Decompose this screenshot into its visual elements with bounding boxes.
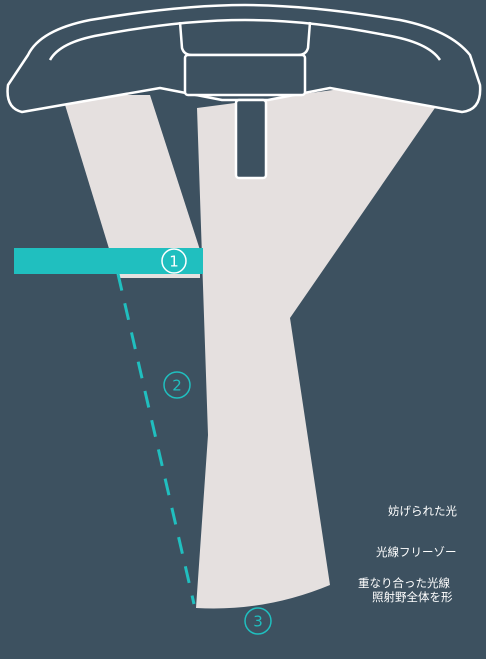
- left-light-beam: [62, 95, 200, 278]
- marker-2-circle: [163, 371, 191, 399]
- marker-2-number: 2: [172, 377, 182, 395]
- marker-1-number: 1: [169, 253, 179, 271]
- center-light-beam: [196, 88, 437, 609]
- obstruction-bar: [14, 248, 203, 274]
- caption-illuminated-field: 照射野全体を形: [372, 590, 453, 604]
- dashed-boundary-line: [116, 273, 196, 605]
- lamp-head: [6, 3, 482, 180]
- lamp-stem: [234, 98, 268, 180]
- marker-3: 3: [244, 607, 272, 635]
- lamp-center-window: [183, 53, 307, 97]
- marker-3-number: 3: [253, 613, 263, 631]
- light-beams: [62, 88, 437, 609]
- caption-overlapping-beams: 重なり合った光線: [358, 576, 450, 590]
- marker-1: 1: [161, 248, 187, 274]
- marker-1-circle: [161, 248, 187, 274]
- marker-2: 2: [163, 371, 191, 399]
- caption-beam-free-zone: 光線フリーゾー: [376, 545, 457, 559]
- caption-obstructed-light: 妨げられた光: [388, 504, 457, 518]
- marker-3-circle: [244, 607, 272, 635]
- lamp-housing-inner: [48, 18, 442, 61]
